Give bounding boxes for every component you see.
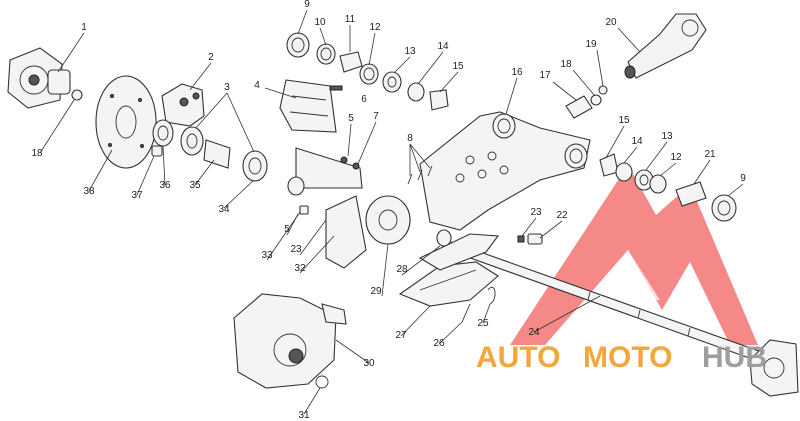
part-label: 28 (396, 264, 408, 275)
part-hub-lower-right (749, 339, 799, 397)
part-14-seal-right (615, 162, 633, 182)
part-label: 2 (208, 52, 214, 63)
part-37-bolt (151, 145, 163, 157)
part-label: 31 (298, 410, 310, 421)
part-15-bushing-top (429, 89, 449, 111)
part-label: 14 (437, 41, 449, 52)
part-3-bearing-a (180, 126, 204, 156)
part-label: 13 (661, 131, 673, 142)
part-30-gear-housing (233, 293, 347, 389)
part-label: 21 (704, 149, 716, 160)
part-29-sprocket-mount (365, 195, 411, 245)
part-6-pin (329, 85, 343, 91)
part-label: 1 (81, 22, 87, 33)
part-label: 16 (511, 67, 523, 78)
part-label: 9 (304, 0, 310, 10)
part-36-bearing (152, 119, 174, 147)
part-20-cv-joint (624, 13, 707, 79)
part-32-lower-bracket (325, 195, 367, 269)
part-label: 25 (477, 318, 489, 329)
part-label: 15 (618, 115, 630, 126)
leader-lines (39, 9, 744, 415)
part-label: 17 (539, 70, 551, 81)
part-label: 32 (294, 263, 306, 274)
part-label: 37 (131, 190, 143, 201)
part-27-skid-plate (398, 261, 499, 307)
part-label: 20 (605, 17, 617, 28)
part-9-cap-right (711, 194, 737, 222)
part-8-studs (407, 165, 433, 185)
part-21-sleeve-right (675, 181, 707, 207)
part-label: 6 (361, 94, 367, 105)
part-9-cap-top (286, 32, 310, 58)
part-label: 4 (254, 80, 260, 91)
part-label: 34 (218, 204, 230, 215)
part-12-ring-top (359, 63, 379, 85)
part-label: 23 (530, 207, 542, 218)
part-1-hub-housing (7, 47, 83, 109)
part-26-screw (461, 303, 471, 323)
part-15-bushing-right (599, 153, 619, 177)
watermark-triangle (510, 165, 758, 345)
part-label: 15 (452, 61, 464, 72)
part-16-swingarm (419, 111, 591, 231)
part-12-ring-right (649, 174, 667, 194)
part-17-sleeve (565, 95, 593, 119)
part-label: 11 (345, 14, 356, 25)
part-13-bearing-right (634, 169, 654, 191)
part-10-seal-top (316, 43, 336, 65)
part-label: 12 (369, 22, 381, 33)
part-label: 30 (363, 358, 375, 369)
part-25-clip (487, 286, 496, 305)
part-label: 35 (189, 180, 201, 191)
part-label: 5 (284, 224, 290, 235)
part-label: 19 (585, 39, 597, 50)
part-label: 3 (224, 82, 230, 93)
part-label: 18 (31, 148, 43, 159)
part-13-bearing-top (382, 71, 402, 93)
watermark-auto: AUTO (476, 341, 560, 374)
part-label: 12 (670, 152, 682, 163)
part-28-guard-plate (418, 229, 500, 271)
part-5-mount-bracket (287, 147, 363, 196)
part-34-bearing-b (242, 150, 268, 182)
watermark-logo (510, 165, 758, 345)
part-label: 14 (631, 136, 643, 147)
part-7-bolts (340, 156, 360, 170)
part-38-brake-disc (95, 75, 157, 169)
part-label: 33 (261, 250, 273, 261)
part-label: 24 (528, 327, 540, 338)
part-22-bolt (527, 233, 543, 245)
part-label: 10 (314, 17, 326, 28)
watermark-hub: HUB (702, 341, 767, 374)
part-31-oring (315, 375, 329, 389)
part-label: 8 (407, 133, 413, 144)
part-2-caliper (161, 83, 205, 127)
part-33-bolt (299, 205, 309, 215)
part-label: 27 (395, 330, 407, 341)
part-11-sleeve-top (339, 51, 363, 73)
part-label: 18 (560, 59, 572, 70)
part-label: 9 (740, 173, 746, 184)
watermark-moto: MOTO (583, 341, 672, 374)
part-14-seal-top (407, 82, 425, 102)
part-4-chain-guard (279, 79, 337, 133)
part-label: 7 (373, 111, 379, 122)
part-label: 23 (290, 244, 302, 255)
part-label: 29 (370, 286, 382, 297)
part-23-nut (517, 235, 525, 243)
part-label: 5 (348, 113, 354, 124)
part-18-washer (590, 94, 602, 106)
part-35-spacer (203, 139, 231, 169)
watermark-text: AUTO MOTO HUB (476, 341, 767, 374)
part-label: 36 (159, 180, 171, 191)
part-label: 13 (404, 46, 416, 57)
part-label: 38 (83, 186, 95, 197)
part-label: 26 (433, 338, 445, 349)
part-19-nut (598, 85, 608, 95)
part-label: 22 (556, 210, 568, 221)
